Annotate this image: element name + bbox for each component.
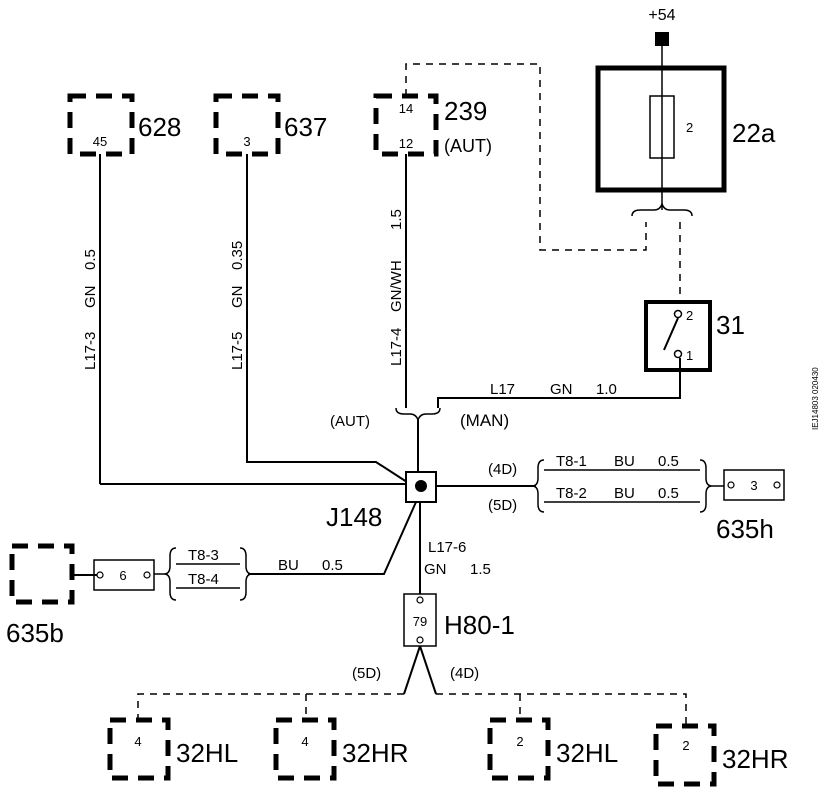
wire-l17-3-color: GN [82,286,99,309]
variant-5d-top: (5D) [488,497,517,514]
label-32hr-2: 32HR [722,744,788,774]
connector-239: 14 12 239 (AUT) [373,93,492,157]
wire-t8-3-id: T8-3 [188,547,219,564]
label-637: 637 [284,112,327,142]
pin-31-top: 2 [686,308,693,323]
wire-l17-5 [246,154,411,485]
pin-31-bottom: 1 [686,348,693,363]
label-j148: J148 [326,502,382,532]
wire-l17-4-size: 1.5 [388,209,405,230]
wire-635b-color: BU [278,557,299,574]
wire-635b-size: 0.5 [322,557,343,574]
label-32hr-4: 32HR [342,738,408,768]
wire-l17-5-size: 0.35 [229,241,246,270]
wire-l17-color: GN [550,381,573,398]
pin-628: 45 [93,134,107,149]
variant-4d-top: (4D) [488,461,517,478]
wire-t8-4-id: T8-4 [188,571,219,588]
pin-637: 3 [243,134,250,149]
wire-t8-2-color: BU [614,485,635,502]
wire-t8-2-size: 0.5 [658,485,679,502]
connector-32hr-2: 2 32HR [653,723,788,787]
dashed-link-239-22a [405,63,647,251]
label-32hl-2: 32HL [556,738,618,768]
pin-635b: 6 [119,568,126,583]
reference-code: IEJ14803 020430 [811,367,820,430]
pin-32hl-4: 4 [134,734,141,749]
label-32hl-4: 32HL [176,738,238,768]
wire-l17-4-color: GN/WH [388,260,405,312]
pin-239-bottom: 12 [399,136,413,151]
wire-l17-6-id: L17-6 [428,539,466,556]
aut-man-brace [395,407,441,423]
pin-22a: 2 [686,120,693,135]
label-635h: 635h [716,514,774,544]
connector-32hl-4: 4 32HL [107,717,238,781]
wire-l17-4-id: L17-4 [388,328,405,366]
connector-32hl-2: 2 32HL [487,717,618,781]
supply-label: +54 [648,7,675,24]
wire-t8-1-id: T8-1 [556,453,587,470]
wire-t8-1-color: BU [614,453,635,470]
switch-31: 2 1 31 [644,300,745,372]
wire-t8-1-size: 0.5 [658,453,679,470]
label-22a: 22a [732,118,776,148]
wire-to-635b [248,501,417,575]
wire-l17-id: L17 [490,381,515,398]
label-h80-1: H80-1 [444,610,515,640]
connector-635b-inline: 6 [93,559,155,591]
pin-h80-1: 79 [413,614,427,629]
label-628: 628 [138,112,181,142]
wire-l17-size: 1.0 [596,381,617,398]
label-31: 31 [716,310,745,340]
connector-h80-1: 79 H80-1 [403,593,515,647]
pin-32hl-2: 2 [516,734,523,749]
label-239: 239 [444,96,487,126]
fuse-22a: +54 2 22a [595,7,776,217]
wire-t8-2-id: T8-2 [556,485,587,502]
pin-32hr-4: 4 [301,734,308,749]
label-635b: 635b [6,618,64,648]
connector-635b: 635b [6,543,75,648]
wire-l17-31 [437,358,681,408]
pin-635h: 3 [750,478,757,493]
wire-l17-6-size: 1.5 [470,561,491,578]
variant-4d-bottom: (4D) [450,665,479,682]
wire-l17-3-size: 0.5 [82,249,99,270]
note-239: (AUT) [444,136,492,156]
wire-l17-3-id: L17-3 [82,332,99,370]
wire-l17-5-color: GN [229,286,246,309]
connector-635h: 3 635h [716,469,785,544]
variant-5d-bottom: (5D) [352,665,381,682]
wire-l17-6-color: GN [424,561,447,578]
pin-32hr-2: 2 [682,738,689,753]
connector-628: 45 628 [67,93,181,157]
variant-aut: (AUT) [330,413,370,430]
variant-man: (MAN) [460,411,509,430]
connector-32hr-4: 4 32HR [273,717,408,781]
connector-637: 3 637 [213,93,327,157]
wire-l17-5-id: L17-5 [229,332,246,370]
pin-239-top: 14 [399,101,413,116]
